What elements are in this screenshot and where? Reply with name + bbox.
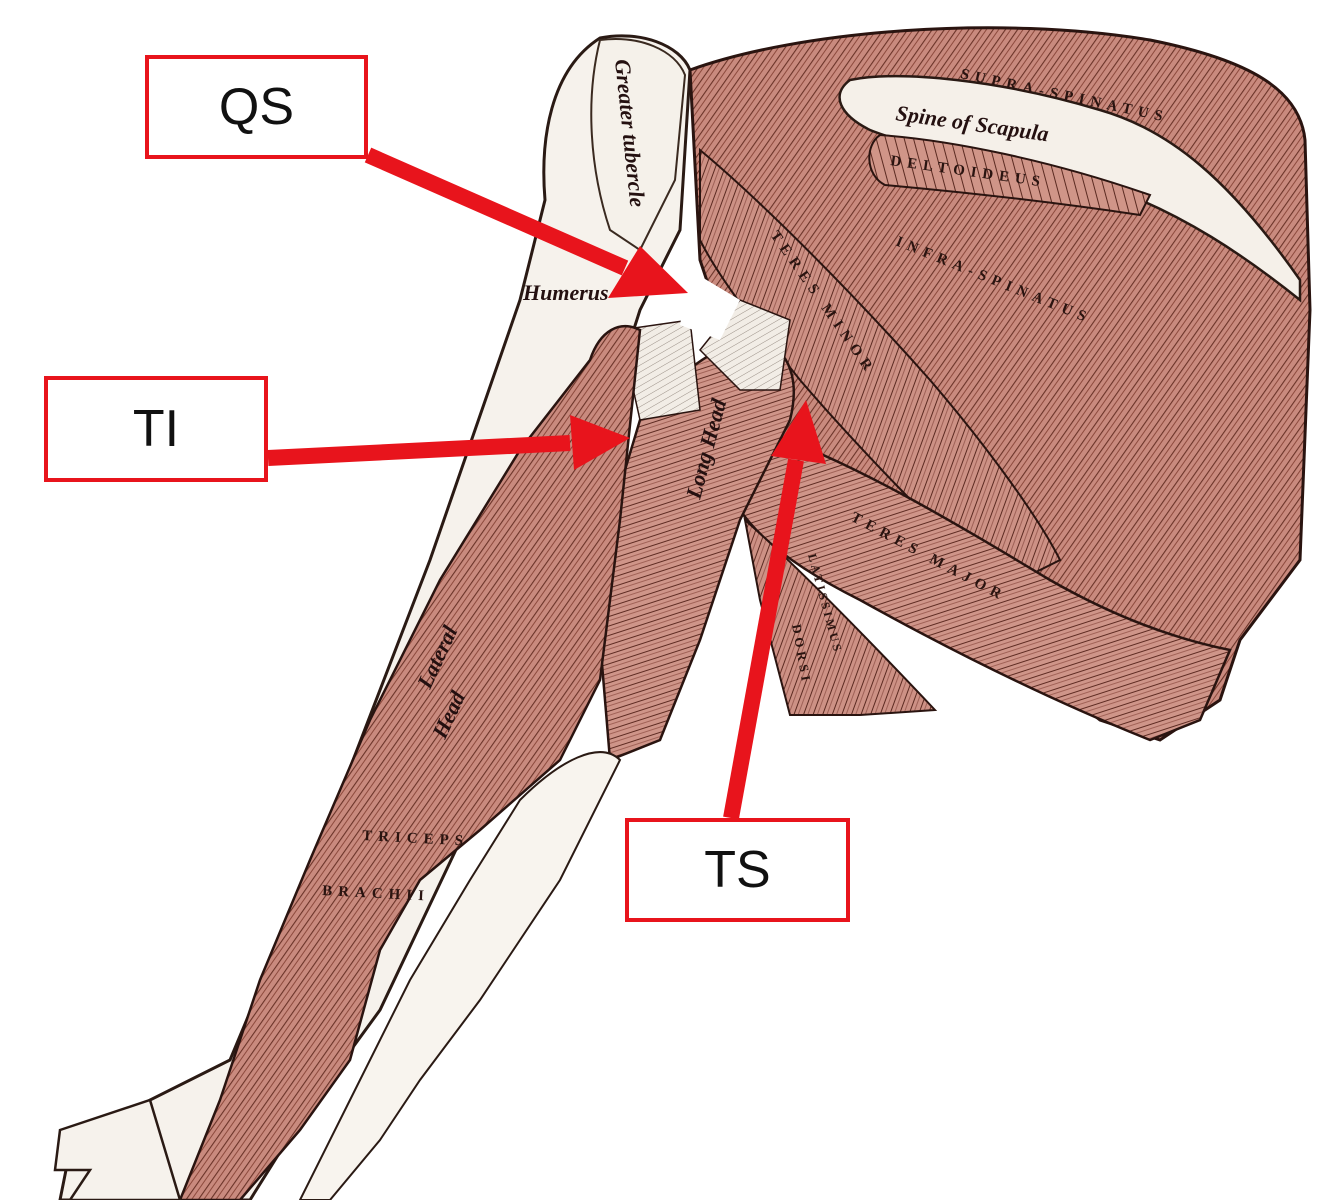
- ts-callout-box: TS: [625, 818, 850, 922]
- ts-callout-label: TS: [704, 841, 771, 899]
- triceps-tendon: [298, 751, 622, 1200]
- triceps-lateral-head-muscle: [178, 325, 642, 1200]
- triceps-label: TRICEPS: [362, 828, 470, 850]
- qs-callout-box: QS: [145, 55, 368, 159]
- ts-arrow: [723, 400, 826, 820]
- greater-tubercle-bone: [590, 38, 687, 252]
- ti-callout-box: TI: [44, 376, 268, 482]
- ti-callout-label: TI: [132, 400, 180, 458]
- quadrangular-space: [680, 270, 740, 340]
- brachii-label: BRACHII: [322, 883, 431, 905]
- teres-major-muscle: [738, 428, 1232, 742]
- qs-callout-label: QS: [218, 78, 295, 136]
- qs-arrow: [364, 147, 688, 298]
- deltoideus-muscle: [868, 133, 1152, 217]
- ti-arrow: [267, 415, 630, 470]
- humerus-label: Humerus: [522, 280, 609, 305]
- latissimus-dorsi-muscle: [743, 517, 938, 716]
- elbow-bone: [53, 1098, 182, 1200]
